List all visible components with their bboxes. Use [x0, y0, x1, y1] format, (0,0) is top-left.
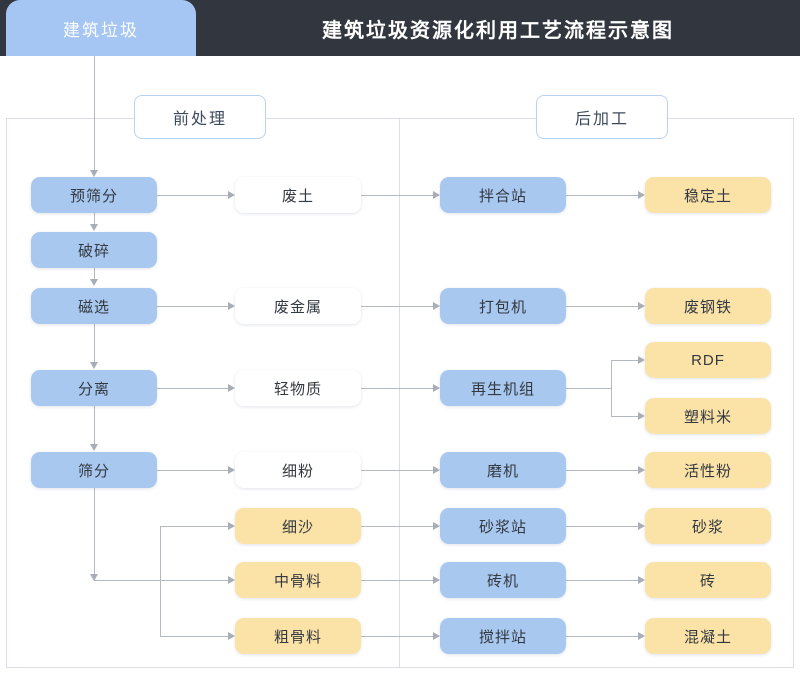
connector-prescreen-to-waste-soil: [157, 195, 228, 196]
arrowhead-crush-to-magnetic: [90, 279, 98, 286]
connector-recycle-unit-branch-trunk: [611, 360, 612, 417]
arrowhead-separate-to-screen: [90, 444, 98, 451]
node-baler[interactable]: 打包机: [440, 288, 566, 324]
connector-mixing-station-to-stable-soil: [566, 195, 638, 196]
connector-screen-to-aggregates: [94, 488, 95, 580]
arrowhead-waste-metal-to-baler: [433, 302, 440, 310]
arrowhead-trunk-to-mid-agg: [228, 576, 235, 584]
node-brick-machine[interactable]: 砖机: [440, 562, 566, 598]
arrowhead-mixing-station-to-stable-soil: [638, 191, 645, 199]
connector-recycle-unit-to-rdf: [611, 360, 638, 361]
node-mixing-station[interactable]: 拌合站: [440, 177, 566, 213]
arrowhead-mortar-station-to-mortar: [638, 522, 645, 530]
arrowhead-concrete-mixer-to-concrete: [638, 632, 645, 640]
connector-waste-metal-to-baler: [361, 306, 433, 307]
connector-recycle-unit-to-plastic-pellet: [611, 416, 638, 417]
node-plastic-pellet[interactable]: 塑料米: [645, 398, 771, 434]
arrowhead-coarse-agg-to-concrete-mixer: [433, 632, 440, 640]
node-waste-soil[interactable]: 废土: [235, 177, 361, 213]
arrowhead-fine-powder-to-grinder: [433, 466, 440, 474]
connector-separate-to-light-matter: [157, 388, 228, 389]
arrowhead-brick-machine-to-brick: [638, 576, 645, 584]
connector-screen-to-fine-powder: [157, 470, 228, 471]
node-pre-screen[interactable]: 预筛分: [31, 177, 157, 213]
connector-grinder-to-active-powder: [566, 470, 638, 471]
arrowhead-magnetic-to-separate: [90, 362, 98, 369]
arrowhead-fine-sand-to-mortar-station: [433, 522, 440, 530]
arrowhead-source-to-prescreen: [90, 170, 98, 177]
page-title: 建筑垃圾资源化利用工艺流程示意图: [322, 19, 674, 42]
connector-mortar-station-to-mortar: [566, 526, 638, 527]
connector-trunk-to-mid-agg: [160, 580, 228, 581]
connector-waste-soil-to-mixing-station: [361, 195, 433, 196]
connector-aggregate-trunk: [160, 526, 161, 636]
connector-concrete-mixer-to-concrete: [566, 636, 638, 637]
connector-mid-agg-to-brick-machine: [361, 580, 433, 581]
diagram-frame: [6, 118, 794, 668]
connector-fine-powder-to-grinder: [361, 470, 433, 471]
arrowhead-waste-soil-to-mixing-station: [433, 191, 440, 199]
arrowhead-prescreen-to-waste-soil: [228, 191, 235, 199]
connector-baler-to-scrap-steel: [566, 306, 638, 307]
node-mortar[interactable]: 砂浆: [645, 508, 771, 544]
node-mid-aggregate[interactable]: 中骨料: [235, 562, 361, 598]
connector-source-to-prescreen: [94, 56, 95, 170]
arrowhead-screen-to-aggregates: [90, 574, 98, 581]
stage-label-pre-treatment[interactable]: 前处理: [134, 95, 266, 139]
source-tab-construction-waste[interactable]: 建筑垃圾: [6, 0, 196, 56]
connector-trunk-to-coarse-agg: [160, 636, 228, 637]
node-concrete[interactable]: 混凝土: [645, 618, 771, 654]
arrowhead-separate-to-light-matter: [228, 384, 235, 392]
connector-light-matter-to-recycle-unit: [361, 388, 433, 389]
stage-divider: [399, 118, 400, 668]
node-screen[interactable]: 筛分: [31, 452, 157, 488]
arrowhead-screen-to-fine-powder: [228, 466, 235, 474]
node-scrap-steel[interactable]: 废钢铁: [645, 288, 771, 324]
node-fine-powder[interactable]: 细粉: [235, 452, 361, 488]
connector-crush-to-magnetic: [94, 268, 95, 279]
arrowhead-prescreen-to-crush: [90, 224, 98, 231]
arrowhead-trunk-to-fine-sand: [228, 522, 235, 530]
connector-magnetic-to-waste-metal: [157, 306, 228, 307]
connector-recycle-unit-stem: [566, 388, 611, 389]
node-stable-soil[interactable]: 稳定土: [645, 177, 771, 213]
node-waste-metal[interactable]: 废金属: [235, 288, 361, 324]
arrowhead-mid-agg-to-brick-machine: [433, 576, 440, 584]
node-light-matter[interactable]: 轻物质: [235, 370, 361, 406]
arrowhead-recycle-unit-to-rdf: [638, 356, 645, 364]
arrowhead-baler-to-scrap-steel: [638, 302, 645, 310]
connector-coarse-agg-to-concrete-mixer: [361, 636, 433, 637]
node-magnetic[interactable]: 磁选: [31, 288, 157, 324]
connector-brick-machine-to-brick: [566, 580, 638, 581]
arrowhead-trunk-to-coarse-agg: [228, 632, 235, 640]
arrowhead-light-matter-to-recycle-unit: [433, 384, 440, 392]
node-crush[interactable]: 破碎: [31, 232, 157, 268]
connector-separate-to-screen: [94, 406, 95, 444]
node-grinder[interactable]: 磨机: [440, 452, 566, 488]
node-brick[interactable]: 砖: [645, 562, 771, 598]
node-separate[interactable]: 分离: [31, 370, 157, 406]
connector-fine-sand-to-mortar-station: [361, 526, 433, 527]
node-mortar-station[interactable]: 砂浆站: [440, 508, 566, 544]
node-recycle-unit[interactable]: 再生机组: [440, 370, 566, 406]
node-concrete-mixer[interactable]: 搅拌站: [440, 618, 566, 654]
node-active-powder[interactable]: 活性粉: [645, 452, 771, 488]
node-coarse-aggregate[interactable]: 粗骨料: [235, 618, 361, 654]
stage-label-post-processing[interactable]: 后加工: [536, 95, 668, 139]
node-rdf[interactable]: RDF: [645, 342, 771, 378]
connector-trunk-to-fine-sand: [160, 526, 228, 527]
arrowhead-recycle-unit-to-plastic-pellet: [638, 412, 645, 420]
connector-magnetic-to-separate: [94, 324, 95, 362]
arrowhead-grinder-to-active-powder: [638, 466, 645, 474]
node-fine-sand[interactable]: 细沙: [235, 508, 361, 544]
connector-prescreen-to-crush: [94, 213, 95, 224]
connector-aggregate-spine: [94, 580, 160, 581]
arrowhead-magnetic-to-waste-metal: [228, 302, 235, 310]
